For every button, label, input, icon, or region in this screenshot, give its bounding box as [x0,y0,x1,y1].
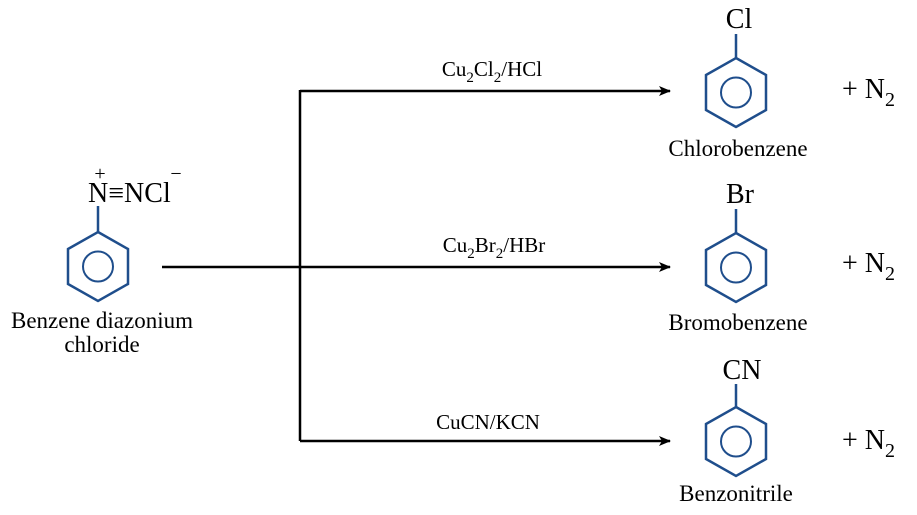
reactant-benzene-diazonium-chloride: + − N≡NCl Benzene diazonium chloride [11,163,193,357]
benzonitrile-label: Benzonitrile [679,481,793,506]
nitrogen-byproduct-1: + N2 [842,74,895,111]
diazonium-n1: N [88,178,108,209]
reaction-arrows [162,86,671,446]
product-benzonitrile: CN Benzonitrile [679,355,793,506]
bromo-substituent: Br [726,179,755,210]
product-chlorobenzene: Cl Chlorobenzene [668,4,807,161]
reactant-benzene-ring [66,230,130,303]
plus-charge: + [94,163,105,185]
cyano-benzene-ring [704,405,768,478]
chlorobenzene-label: Chlorobenzene [668,136,807,161]
reagent-bromination: Cu2Br2/HBr [443,233,546,262]
nitrogen-byproduct-3: + N2 [842,425,895,462]
nitrogen-byproduct-2: + N2 [842,248,895,285]
reactant-name-line1: Benzene diazonium [11,308,193,333]
minus-charge: − [170,163,181,185]
diazonium-n2: N [124,178,144,209]
diazonium-group: N≡NCl [88,178,171,209]
reagent-cyanation: CuCN/KCN [436,410,540,434]
reagent-chlorination: Cu2Cl2/HCl [442,57,542,86]
cyano-substituent: CN [723,355,762,386]
reactant-name-line2: chloride [64,332,139,357]
chloride-ion: Cl [144,178,171,209]
product-bromobenzene: Br Bromobenzene [668,179,807,335]
bromo-benzene-ring [704,231,768,304]
triple-bond: ≡ [108,178,124,209]
chloro-benzene-ring [704,56,768,129]
chloro-substituent: Cl [726,4,753,35]
bromobenzene-label: Bromobenzene [668,310,807,335]
